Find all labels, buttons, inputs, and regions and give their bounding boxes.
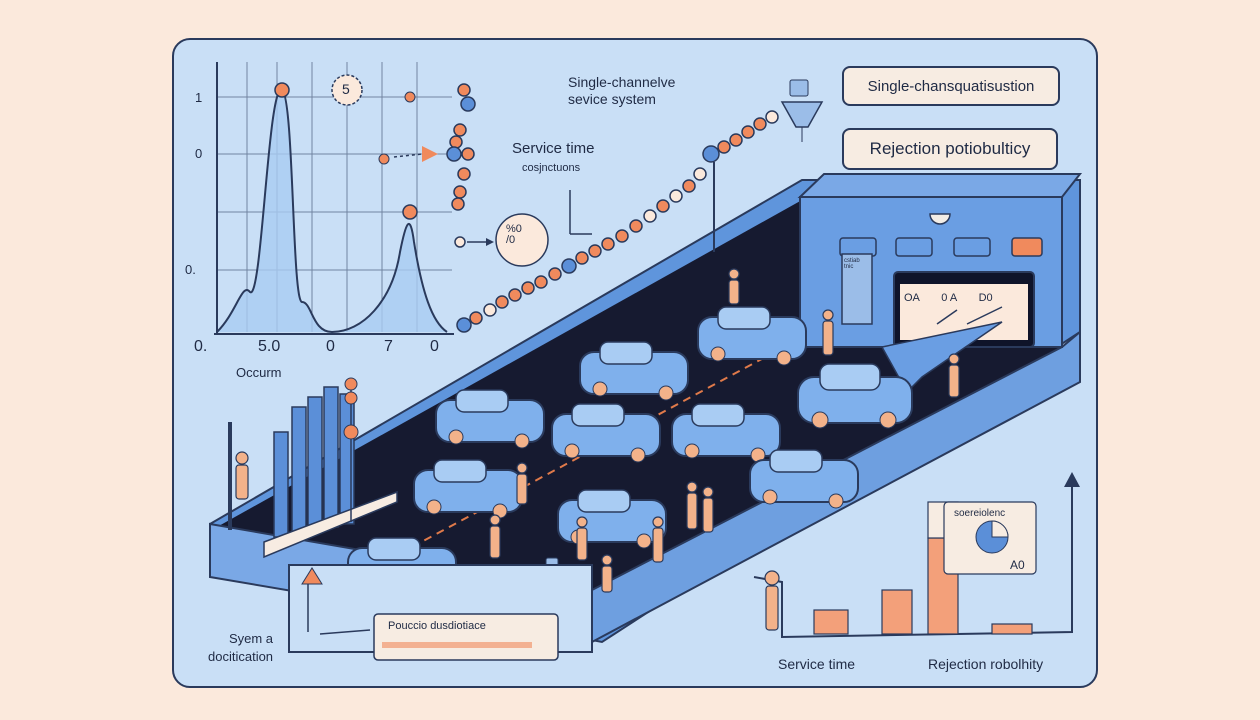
queue-diagram xyxy=(209,62,1083,661)
garage-sign: OA 0 A D0 xyxy=(904,292,993,304)
person xyxy=(764,570,780,631)
booth-sign: cstiab tnic xyxy=(844,258,860,270)
bar xyxy=(813,609,849,635)
top-right-box: Single-chansquatisustion xyxy=(842,66,1060,106)
diagram-panel: 1 0 0. 0. 5.0 0 7 0 5 Occurm Single-chan… xyxy=(172,38,1098,688)
base-tray xyxy=(263,490,398,559)
car xyxy=(413,459,523,519)
curve-point xyxy=(378,153,390,165)
x-tick: 5.0 xyxy=(258,338,281,355)
person xyxy=(948,353,960,398)
arrow-head xyxy=(422,146,438,162)
person xyxy=(822,309,834,356)
pole-beads xyxy=(343,377,359,522)
doc-panel xyxy=(288,564,593,661)
x-axis-label: Occurm xyxy=(236,365,282,380)
person xyxy=(489,514,501,559)
car xyxy=(435,389,545,449)
occurrence-chart xyxy=(214,62,454,335)
person xyxy=(516,462,528,505)
person xyxy=(686,481,698,530)
rejection-box: Rejection potiobulticy xyxy=(842,128,1058,170)
y-tick: 0. xyxy=(185,262,196,277)
arrow xyxy=(319,629,371,635)
person xyxy=(702,486,714,533)
warning-icon xyxy=(301,567,323,585)
percent-label: %0 /0 xyxy=(506,223,522,246)
car xyxy=(551,403,661,463)
person xyxy=(235,451,249,500)
pie-caption: soereiolenc xyxy=(954,508,1006,519)
car xyxy=(749,449,859,509)
car xyxy=(579,341,689,401)
person xyxy=(728,268,740,305)
service-time-label: Service time xyxy=(512,140,595,157)
person xyxy=(601,554,613,593)
arrow-head xyxy=(486,238,494,246)
distribution-curve xyxy=(216,88,448,334)
y-tick: 1 xyxy=(195,90,203,105)
x-tick: 7 xyxy=(384,338,393,355)
curve-point xyxy=(402,204,418,220)
bar xyxy=(991,623,1033,635)
percent-circle xyxy=(495,213,549,267)
x-tick: 0 xyxy=(326,338,335,355)
funnel-icon xyxy=(780,79,824,142)
bottom-rejection-label: Rejection robolhity xyxy=(928,656,1044,672)
bead-chain xyxy=(446,83,779,333)
curve-point xyxy=(404,91,416,103)
pie-value: A0 xyxy=(1010,558,1025,572)
person xyxy=(652,516,664,563)
car xyxy=(697,306,807,366)
distribution-curve-fill xyxy=(217,89,447,332)
banner xyxy=(373,613,559,661)
pie-slice xyxy=(991,520,1009,538)
marker-circle xyxy=(331,74,363,106)
diagram-title: Single-channelve sevice system xyxy=(568,74,676,107)
banner-label: Pouccio dusdiotiace xyxy=(388,620,486,632)
x-tick: 0 xyxy=(430,338,439,355)
curve-point xyxy=(274,82,290,98)
x-tick: 0. xyxy=(194,338,208,355)
car-entering xyxy=(797,363,913,429)
bottom-service-label: Service time xyxy=(778,656,856,672)
service-time-sub: cosjnctuons xyxy=(522,162,581,174)
person xyxy=(576,516,588,561)
y-tick: 0 xyxy=(195,146,203,161)
service-building xyxy=(797,173,1083,348)
system-doc-label: Syem a docitication xyxy=(208,631,274,664)
bar xyxy=(881,589,913,635)
car xyxy=(671,403,781,463)
marker-label: 5 xyxy=(342,81,350,97)
